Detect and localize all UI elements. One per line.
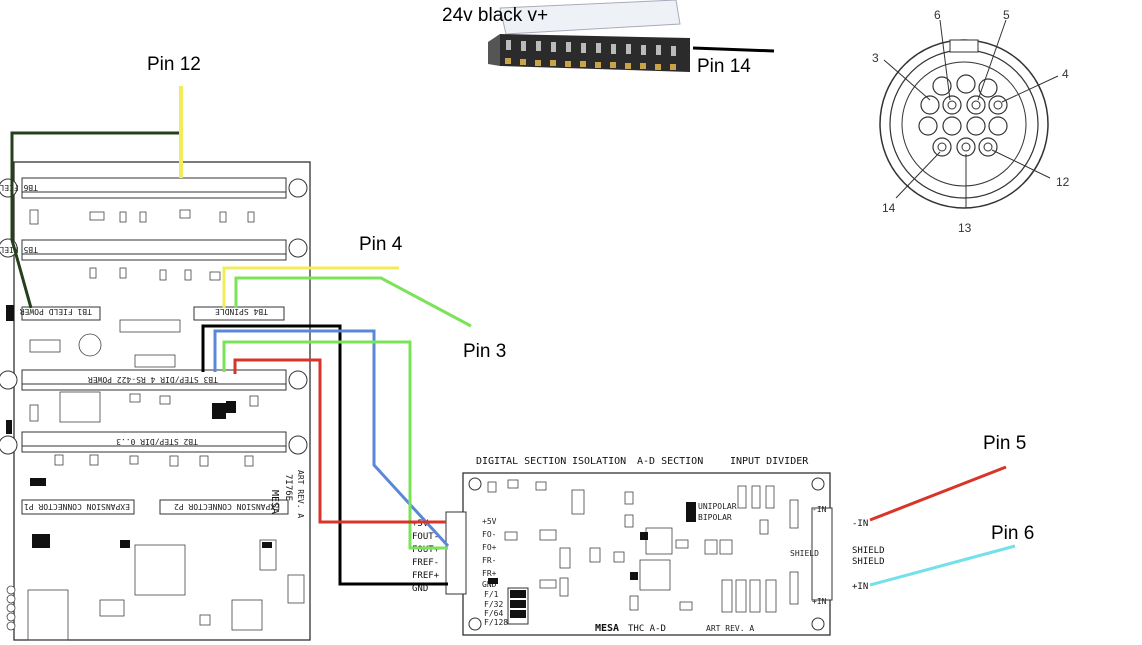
tb2-label: TB2 STEP/DIR 0..3 — [116, 437, 198, 446]
label-pin12: Pin 12 — [147, 54, 201, 75]
wire-dark-green — [10, 131, 181, 309]
thc-pin-fr-minus: FR- — [482, 556, 496, 565]
thc-pin-fr-plus: FR+ — [482, 569, 497, 578]
tb3-label: TB3 STEP/DIR 4 RS-422 POWER — [88, 375, 218, 384]
wire-red — [233, 358, 446, 524]
thc-brand: MESA — [595, 623, 619, 634]
p2-label: EXPANSION CONNECTOR P2 — [174, 502, 280, 511]
board-brand: MESA — [269, 490, 280, 514]
label-pin6: Pin 6 — [991, 523, 1034, 544]
thc-pin-f1: F/1 — [484, 590, 499, 599]
thc-bipolar: BIPOLAR — [698, 513, 732, 522]
thc-unipolar: UNIPOLAR — [698, 502, 737, 511]
wires — [10, 46, 1016, 587]
thc-plus-in: +IN — [812, 597, 827, 606]
thc-divider-label: INPUT DIVIDER — [730, 456, 809, 467]
thc-pin-fo-minus: FO- — [482, 530, 496, 539]
conn-pin-4: 4 — [1062, 67, 1069, 81]
thc-ext-gnd: GND — [412, 584, 428, 594]
p1-label: EXPANSION CONNECTOR P1 — [24, 502, 130, 511]
thc-rev: ART REV. A — [706, 624, 754, 633]
label-pin5: Pin 5 — [983, 433, 1026, 454]
wire-yellow-pin4 — [222, 266, 399, 308]
thc-ext-5v: +5V — [412, 519, 429, 529]
label-pin3: Pin 3 — [463, 341, 506, 362]
thc-shield: SHIELD — [790, 549, 819, 558]
wire-red-pin5 — [869, 465, 1007, 522]
wire-black — [201, 324, 448, 586]
thc-pin-gnd: GND — [482, 580, 497, 589]
label-24v: 24v black v+ — [442, 5, 548, 26]
thc-ext-fout-plus: FOUT+ — [412, 545, 440, 555]
board-rev: ART REV. A — [296, 470, 305, 518]
thc-title: THC A-D — [628, 624, 666, 634]
circular-connector: 6 5 3 4 12 14 13 — [872, 8, 1070, 235]
tb1-label: TB1 FIELD POWER — [20, 307, 92, 316]
tb4-label: TB4 SPINDLE — [215, 307, 268, 316]
conn-pin-14: 14 — [882, 201, 896, 215]
thc-ad-label: A-D SECTION — [637, 456, 703, 467]
conn-pin-12: 12 — [1056, 175, 1070, 189]
label-pin14: Pin 14 — [697, 56, 751, 77]
thc-pin-5v: +5V — [482, 517, 497, 526]
thc-digital-label: DIGITAL SECTION — [476, 456, 566, 467]
thc-isolation-label: ISOLATION — [572, 456, 626, 467]
thc-pin-f64: F/64 — [484, 609, 503, 618]
board-7i76e: TB6 FIELD INPUTS 0..15 FIELD OUTPUTS 0..… — [0, 161, 311, 641]
wire-black-pin14 — [692, 46, 775, 53]
thc-pin-f32: F/32 — [484, 600, 503, 609]
wire-cyan-pin6 — [869, 544, 1016, 587]
conn-pin-3: 3 — [872, 51, 879, 65]
conn-pin-6: 6 — [934, 8, 941, 22]
thc-ext-fout-minus: FOUT- — [412, 532, 439, 542]
conn-pin-13: 13 — [958, 221, 972, 235]
label-pin4: Pin 4 — [359, 234, 403, 255]
thc-ext-fref-plus: FREF+ — [412, 571, 440, 581]
thc-pin-f128: F/128 — [484, 618, 508, 627]
wire-green-fout — [222, 340, 448, 550]
thc-ext-shield-2: SHIELD — [852, 557, 885, 567]
tb6-label: TB6 FIELD INPUTS 0..15 FIELD OUTPUTS 0..… — [0, 183, 38, 192]
terminal-strip — [488, 0, 690, 72]
thc-ext-minus-in: -IN — [852, 519, 868, 529]
board-model: 7I76E — [283, 474, 293, 501]
thc-minus-in: -IN — [812, 505, 827, 514]
wire-blue — [213, 329, 450, 548]
thc-pin-fo-plus: FO+ — [482, 543, 497, 552]
board-thc: DIGITAL SECTION ISOLATION A-D SECTION IN… — [412, 456, 885, 636]
thc-ext-fref-minus: FREF- — [412, 558, 439, 568]
thc-ext-shield-1: SHIELD — [852, 546, 885, 556]
tb5-label: TB5 FIELD INPUTS 16..31 FIELD OUTPUTS 8.… — [0, 245, 38, 254]
thc-ext-plus-in: +IN — [852, 582, 868, 592]
conn-pin-5: 5 — [1003, 8, 1010, 22]
wire-green-pin3 — [234, 276, 472, 328]
